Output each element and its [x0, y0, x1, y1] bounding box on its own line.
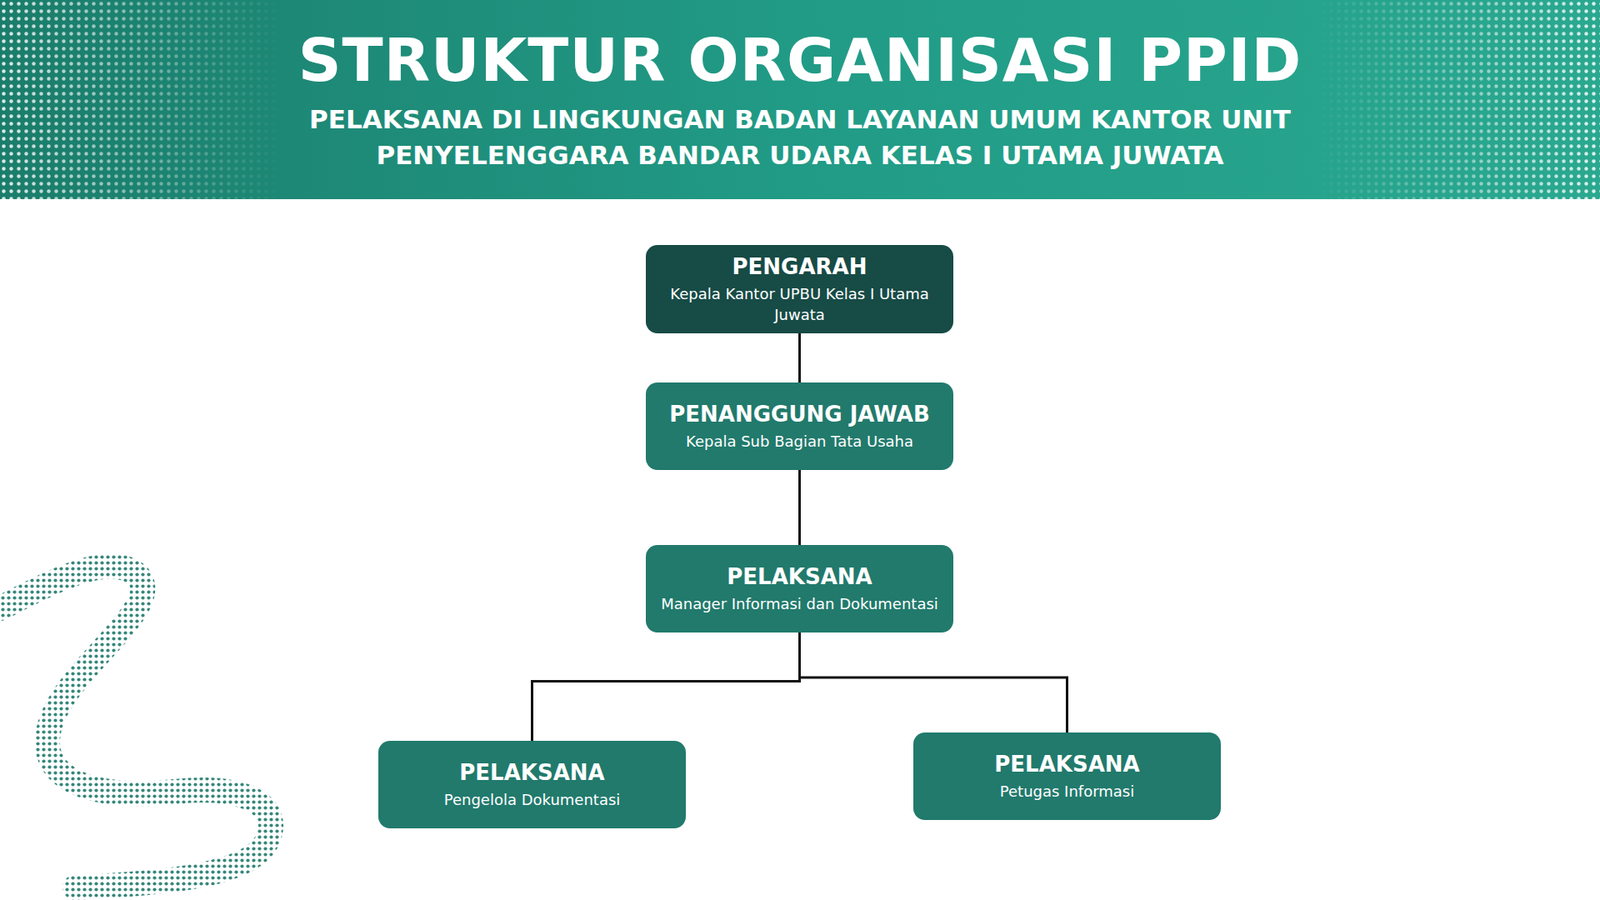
box-body: Manager Informasi dan Dokumentasi	[660, 593, 939, 615]
connector-line	[532, 632, 800, 741]
page-subtitle: PELAKSANA DI LINGKUNGAN BADAN LAYANAN UM…	[283, 101, 1317, 174]
box-heading: PELAKSANA	[726, 563, 872, 590]
box-heading: PELAKSANA	[459, 759, 605, 786]
box-body: Kepala Sub Bagian Tata Usaha	[685, 430, 914, 452]
box-body: Pengelola Dokumentasi	[444, 789, 621, 810]
box-body: Kepala Kantor UPBU Kelas I Utama Juwata	[655, 283, 944, 325]
page-title: STRUKTUR ORGANISASI PPID	[0, 25, 1600, 95]
box-heading: PENGARAH	[732, 253, 868, 280]
box-heading: PELAKSANA	[994, 750, 1140, 778]
responsible-box: PENANGGUNG JAWABKepala Sub Bagian Tata U…	[645, 382, 954, 470]
connector-line	[800, 632, 1068, 733]
executor-box: PELAKSANA Pengelola Dokumentasi	[378, 740, 686, 829]
executor-box: PELAKSANA Manager Informasi dan Dokumenta…	[645, 545, 954, 633]
connector-line	[798, 470, 801, 545]
director-box: PENGARAH Kepala Kantor UPBU Kelas I Utama…	[645, 245, 954, 334]
box-body: Petugas Informasi	[1000, 780, 1135, 802]
connector-line	[798, 333, 801, 384]
executor-box: PELAKSANAPetugas Informasi	[913, 732, 1221, 820]
box-heading: PENANGGUNG JAWAB	[669, 400, 930, 428]
